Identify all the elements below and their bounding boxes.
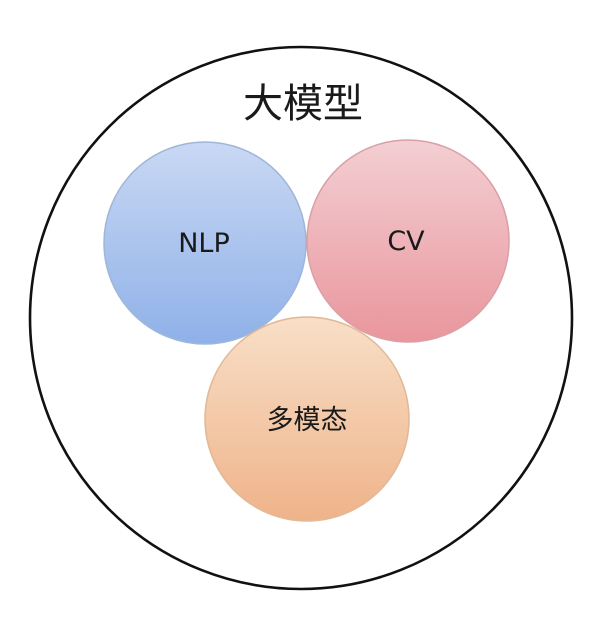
multimodal-circle — [204, 316, 410, 522]
cv-label: CV — [387, 226, 425, 257]
nlp-label: NLP — [178, 228, 230, 259]
outer-title: 大模型 — [243, 81, 363, 127]
multimodal-label: 多模态 — [267, 405, 348, 436]
cv-circle — [306, 139, 510, 343]
outer-circle — [28, 45, 574, 591]
nlp-circle — [103, 141, 307, 345]
